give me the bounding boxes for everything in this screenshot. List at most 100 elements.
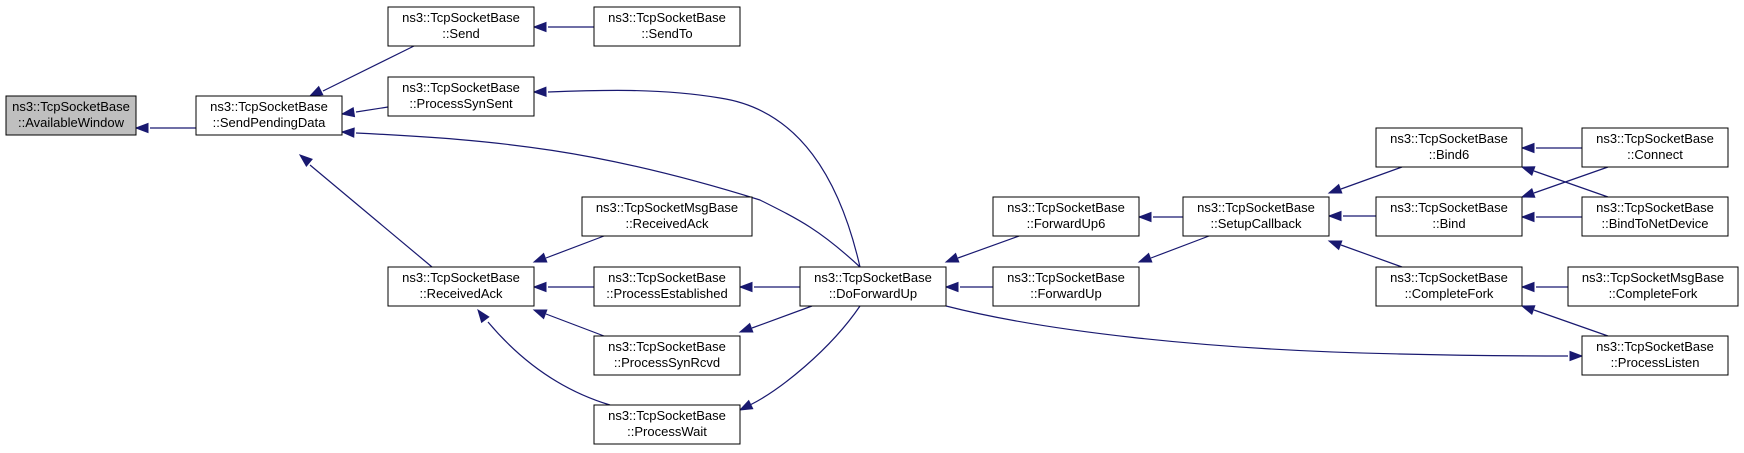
node-box (1581, 196, 1729, 237)
node-connect[interactable]: ns3::TcpSocketBase::Connect (1581, 127, 1729, 168)
node-label-method: ::Send (442, 26, 480, 41)
edge-process-syn-sent-to-send-pending-data (340, 106, 389, 118)
node-send-pending-data[interactable]: ns3::TcpSocketBase::SendPendingData (195, 95, 343, 136)
node-available-window: ns3::TcpSocketBase::AvailableWindow (5, 95, 137, 136)
edge-bind-to-setup-callback (1327, 210, 1376, 222)
node-label-class: ns3::TcpSocketBase (402, 10, 520, 25)
edge-line (1150, 235, 1210, 259)
edge-forward-up6-to-do-forward-up (944, 235, 1020, 263)
node-label-class: ns3::TcpSocketBase (12, 99, 130, 114)
edges-layer (134, 21, 1609, 411)
arrow-head-icon (944, 252, 960, 263)
node-label-method: ::CompleteFork (1405, 286, 1494, 301)
node-box (799, 266, 947, 307)
node-label-method: ::Bind6 (1429, 147, 1469, 162)
edge-setup-callback-to-forward-up6 (1137, 211, 1183, 223)
node-label-class: ns3::TcpSocketBase (1197, 200, 1315, 215)
node-bind-to-net-device[interactable]: ns3::TcpSocketBase::BindToNetDevice (1581, 196, 1729, 237)
edge-process-listen-to-complete-fork (1520, 305, 1609, 337)
arrow-head-icon (1569, 350, 1584, 362)
arrow-head-icon (738, 322, 754, 333)
node-label-method: ::ForwardUp6 (1027, 216, 1106, 231)
node-label-method: ::ForwardUp (1030, 286, 1102, 301)
edge-bind-to-net-device-to-bind (1520, 211, 1582, 223)
arrow-head-icon (1520, 187, 1536, 198)
edge-line (1533, 170, 1609, 198)
edge-line (749, 305, 861, 406)
node-box (593, 266, 741, 307)
node-box (593, 404, 741, 445)
node-label-class: ns3::TcpSocketBase (608, 270, 726, 285)
node-label-method: ::ReceivedAck (625, 216, 709, 231)
node-label-method: ::DoForwardUp (829, 286, 917, 301)
node-label-class: ns3::TcpSocketBase (1007, 270, 1125, 285)
edge-connect-to-bind6 (1520, 142, 1582, 154)
node-bind6[interactable]: ns3::TcpSocketBase::Bind6 (1375, 127, 1523, 168)
edge-process-syn-rcvd-to-received-ack (532, 309, 605, 337)
node-box (1375, 127, 1523, 168)
node-received-ack[interactable]: ns3::TcpSocketBase::ReceivedAck (387, 266, 535, 307)
arrow-head-icon (532, 86, 547, 97)
edge-process-wait-to-received-ack (477, 308, 611, 406)
node-process-wait[interactable]: ns3::TcpSocketBase::ProcessWait (593, 404, 741, 445)
edge-received-ack-to-send-pending-data (298, 154, 433, 268)
node-do-forward-up[interactable]: ns3::TcpSocketBase::DoForwardUp (799, 266, 947, 307)
edge-do-forward-up-to-send-pending-data (340, 127, 861, 268)
arrow-head-icon (1520, 166, 1536, 177)
node-box (1567, 266, 1739, 307)
edge-msg-complete-fork-to-complete-fork (1520, 281, 1568, 293)
node-label-class: ns3::TcpSocketBase (1596, 339, 1714, 354)
node-forward-up6[interactable]: ns3::TcpSocketBase::ForwardUp6 (992, 196, 1140, 237)
node-label-class: ns3::TcpSocketBase (402, 80, 520, 95)
edge-line (545, 235, 605, 259)
arrow-head-icon (308, 85, 324, 97)
arrow-head-icon (1520, 211, 1535, 223)
edge-process-established-to-received-ack (532, 281, 594, 293)
node-process-established[interactable]: ns3::TcpSocketBase::ProcessEstablished (593, 266, 741, 307)
edge-line (945, 305, 1569, 357)
node-label-class: ns3::TcpSocketBase (1596, 131, 1714, 146)
edge-line (545, 313, 605, 337)
node-label-class: ns3::TcpSocketBase (608, 10, 726, 25)
nodes-layer: ns3::TcpSocketBase::AvailableWindowns3::… (5, 6, 1739, 445)
arrow-head-icon (1327, 240, 1343, 251)
node-msg-received-ack[interactable]: ns3::TcpSocketMsgBase::ReceivedAck (581, 196, 753, 237)
node-send-to[interactable]: ns3::TcpSocketBase::SendTo (593, 6, 741, 47)
node-label-method: ::ProcessWait (627, 424, 707, 439)
node-label-class: ns3::TcpSocketBase (814, 270, 932, 285)
arrow-head-icon (340, 106, 356, 118)
node-label-class: ns3::TcpSocketBase (1390, 131, 1508, 146)
edge-do-forward-up-to-process-established (738, 281, 800, 293)
node-box (992, 196, 1140, 237)
node-process-listen[interactable]: ns3::TcpSocketBase::ProcessListen (1581, 335, 1729, 376)
node-label-method: ::Bind (1432, 216, 1465, 231)
edge-do-forward-up-to-process-wait (738, 305, 861, 411)
edge-line (355, 132, 861, 268)
arrow-head-icon (134, 122, 149, 134)
edge-do-forward-up-to-process-syn-rcvd (738, 305, 813, 333)
node-send[interactable]: ns3::TcpSocketBase::Send (387, 6, 535, 47)
arrow-head-icon (944, 281, 959, 293)
node-forward-up[interactable]: ns3::TcpSocketBase::ForwardUp (992, 266, 1140, 307)
node-bind[interactable]: ns3::TcpSocketBase::Bind (1375, 196, 1523, 237)
edge-connect-to-bind (1520, 166, 1609, 198)
node-label-class: ns3::TcpSocketBase (1390, 270, 1508, 285)
node-process-syn-rcvd[interactable]: ns3::TcpSocketBase::ProcessSynRcvd (593, 335, 741, 376)
edge-send-to-send-pending-data (308, 45, 415, 97)
arrow-head-icon (532, 21, 547, 33)
node-msg-complete-fork[interactable]: ns3::TcpSocketMsgBase::CompleteFork (1567, 266, 1739, 307)
node-complete-fork[interactable]: ns3::TcpSocketBase::CompleteFork (1375, 266, 1523, 307)
node-process-syn-sent[interactable]: ns3::TcpSocketBase::ProcessSynSent (387, 76, 535, 117)
edge-complete-fork-to-setup-callback (1327, 240, 1403, 268)
edge-line (1340, 166, 1403, 190)
arrow-head-icon (1137, 252, 1153, 263)
node-setup-callback[interactable]: ns3::TcpSocketBase::SetupCallback (1182, 196, 1330, 237)
arrow-head-icon (1327, 183, 1343, 194)
node-label-class: ns3::TcpSocketBase (1390, 200, 1508, 215)
edge-send-pending-data-to-available-window (134, 122, 196, 134)
arrow-head-icon (532, 252, 548, 263)
node-box (1182, 196, 1330, 237)
edge-line (1533, 309, 1609, 337)
node-label-class: ns3::TcpSocketBase (210, 99, 328, 114)
arrow-head-icon (532, 281, 547, 293)
